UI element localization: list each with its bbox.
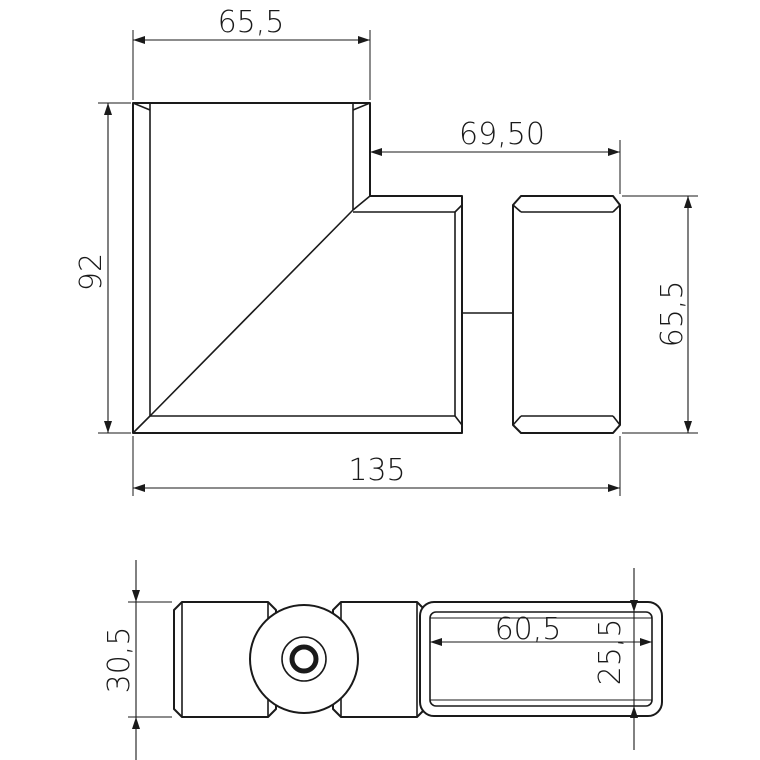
- dim-top-width: 65,5: [218, 5, 285, 40]
- end-dimensions: 30,5 60,5 25,5: [102, 560, 652, 760]
- end-view: [173, 601, 663, 718]
- duct-opening-inner: [429, 611, 653, 707]
- duct-opening-outer: [419, 601, 663, 717]
- mitre-line: [149, 209, 354, 417]
- end-left-block: [173, 601, 277, 718]
- dim-thickness: 30,5: [102, 627, 137, 694]
- dim-total-height: 92: [74, 253, 109, 291]
- front-view: [132, 102, 621, 434]
- dim-opening-width: 60,5: [495, 612, 562, 647]
- dim-branch-height: 65,5: [655, 281, 690, 348]
- dim-offset-width: 69,50: [459, 117, 545, 152]
- dim-total-length: 135: [348, 453, 405, 488]
- front-dimensions: 65,5 69,50 92 65,5 135: [74, 5, 698, 496]
- side-connector-outline: [512, 195, 621, 434]
- dim-opening-height: 25,5: [593, 619, 628, 686]
